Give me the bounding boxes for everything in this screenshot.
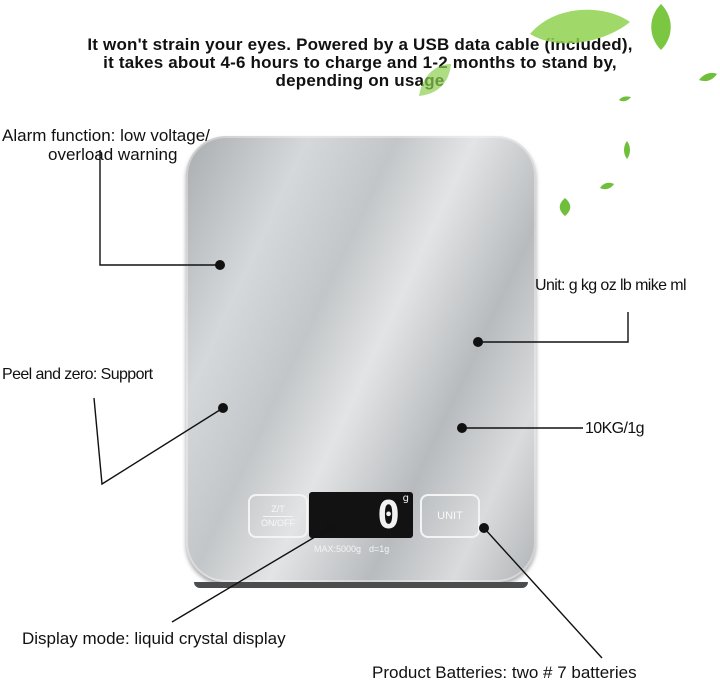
- alarm-label-line-1: Alarm function: low voltage/: [2, 126, 210, 145]
- dot-peel: [218, 403, 228, 413]
- leaf-icon: [559, 198, 571, 216]
- tare-label: Z/T: [271, 504, 285, 514]
- max-capacity: MAX:5000g: [314, 544, 362, 554]
- power-label: ON/OFF: [261, 518, 295, 528]
- leader-display: [171, 527, 331, 623]
- batteries-label: Product Batteries: two # 7 batteries: [372, 663, 637, 682]
- unit-button[interactable]: UNIT: [420, 494, 480, 538]
- leaf-icon: [699, 72, 717, 82]
- peel-label: Peel and zero: Support: [2, 366, 153, 383]
- dot-display: [325, 523, 335, 533]
- leaf-icon: [600, 182, 614, 190]
- headline: It won't strain your eyes. Powered by a …: [20, 36, 700, 90]
- headline-line-2: it takes about 4-6 hours to charge and 1…: [103, 53, 617, 72]
- leaf-icon: [619, 96, 631, 102]
- units-label: Unit: g kg oz lb mike ml: [535, 277, 687, 294]
- division: d=1g: [369, 544, 390, 554]
- capacity-label: 10KG/1g: [585, 420, 645, 437]
- leaf-icon: [624, 141, 630, 159]
- dot-units: [473, 337, 483, 347]
- display-mode-label: Display mode: liquid crystal display: [22, 629, 286, 648]
- leaf-icon: [530, 9, 630, 44]
- headline-line-3: depending on usage: [275, 71, 445, 90]
- kitchen-scale: Z/T ON/OFF 0 g UNIT MAX:5000g d=1g: [186, 136, 536, 588]
- leader-batteries: [483, 527, 603, 659]
- capacity-spec: MAX:5000g d=1g: [314, 544, 397, 554]
- reading-unit: g: [402, 493, 409, 504]
- alarm-label-line-2: overload warning: [48, 145, 178, 164]
- weight-reading: 0: [377, 493, 400, 537]
- dot-alarm: [215, 260, 225, 270]
- headline-line-1: It won't strain your eyes. Powered by a …: [87, 35, 633, 54]
- leaf-icon: [419, 64, 451, 96]
- leader-units: [478, 312, 629, 343]
- dot-capacity: [457, 423, 467, 433]
- button-divider: [263, 516, 293, 517]
- tare-power-button[interactable]: Z/T ON/OFF: [248, 494, 308, 538]
- leaf-icon: [651, 4, 671, 50]
- leader-peel: [93, 397, 224, 486]
- leader-alarm: [99, 150, 220, 266]
- dot-batteries: [479, 523, 489, 533]
